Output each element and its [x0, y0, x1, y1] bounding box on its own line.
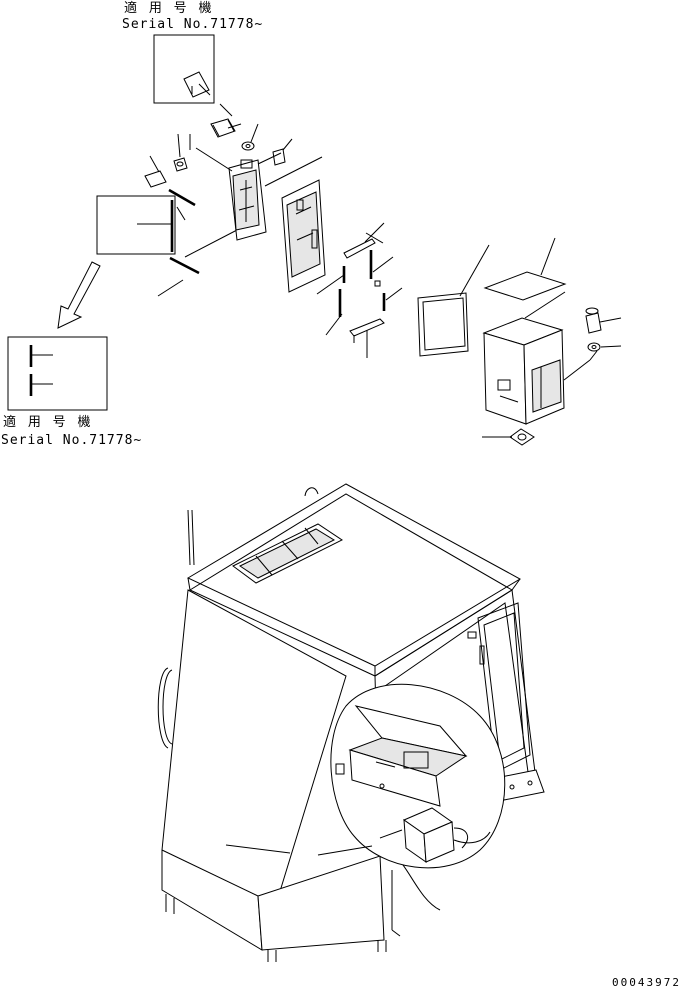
leader-strip-small-2 [184, 229, 238, 258]
detail-arrow [57, 261, 101, 329]
nut-left [173, 133, 188, 172]
leader-strip-small-1 [176, 206, 186, 221]
strip-small-2 [169, 256, 200, 275]
detail-frame-bottom-left [7, 336, 108, 411]
strip-small-1 [168, 188, 196, 207]
washer-right [587, 342, 622, 352]
leader-plate-mid [264, 156, 323, 187]
leader-cab-2 [317, 845, 373, 856]
leader-strip-small-3 [157, 279, 184, 297]
leader-plate-top [257, 152, 282, 165]
mounting-plate-right [281, 179, 326, 293]
bolt-right [585, 307, 622, 334]
strip-seal-parts [316, 222, 403, 358]
mounting-plate-left [189, 134, 267, 241]
serial-label-top: Serial No.71778~ [122, 17, 264, 32]
cab-assembly [157, 483, 545, 962]
sheet-pad [483, 237, 567, 301]
filter-housing [482, 291, 598, 425]
applicable-label-left-jp: 適 用 号 機 [3, 415, 93, 430]
bolt-left [144, 155, 167, 188]
serial-label-left: Serial No.71778~ [1, 433, 143, 448]
filter-element [417, 244, 490, 357]
detail-frame-top [153, 34, 215, 104]
applicable-label-top-jp: 適 用 号 機 [124, 1, 214, 16]
detail-frame-left [96, 195, 176, 255]
gasket-base [482, 428, 535, 446]
drawing-number: 00043972 [612, 976, 681, 989]
bolt-upper [210, 103, 242, 138]
leader-cab-1 [225, 844, 291, 854]
cab-interior-cutaway [330, 683, 506, 869]
washer-upper [241, 123, 259, 151]
clip-upper [272, 138, 293, 166]
